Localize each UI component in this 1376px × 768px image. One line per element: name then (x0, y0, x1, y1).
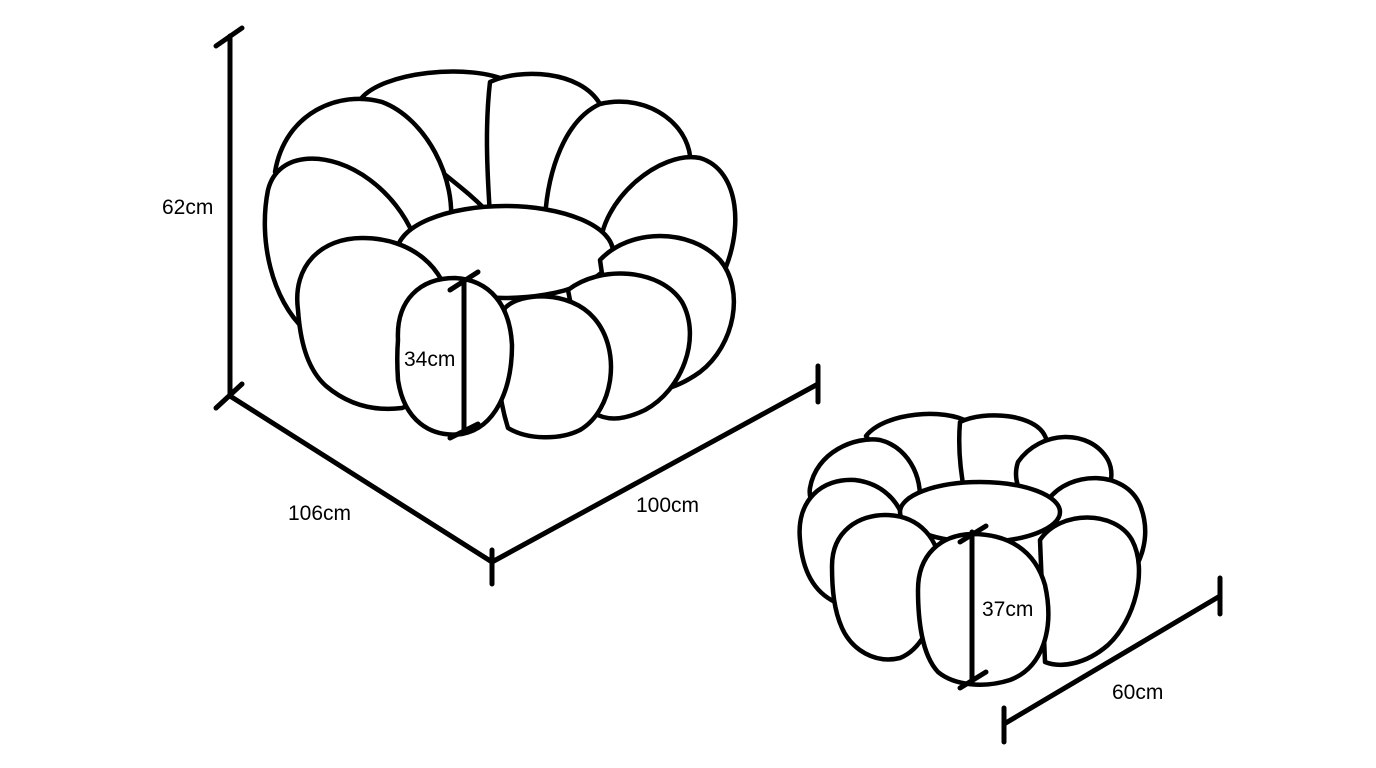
chair-height-label: 62cm (162, 196, 213, 219)
ottoman-width-line (1001, 593, 1223, 727)
ottoman-front-cushion (1037, 515, 1142, 667)
ottoman-height-label: 37cm (982, 598, 1033, 621)
chair-width-label: 100cm (636, 494, 699, 517)
ottoman: 37cm 60cm (797, 411, 1223, 745)
chair-front-cushion (395, 275, 515, 437)
ottoman-front-cushions (829, 512, 1142, 687)
lounge-chair: 34cm 62cm 106cm 100cm (162, 25, 821, 587)
chair-depth-label: 106cm (288, 502, 351, 525)
ottoman-front-cushion (915, 531, 1051, 687)
chair-cushion-height-tick-top (447, 269, 481, 293)
chair-depth-line (227, 393, 495, 565)
chair-front-cushion (495, 294, 614, 440)
chair-height-tick-top (213, 25, 245, 49)
chair-front-cushions (294, 233, 736, 440)
ottoman-width-label: 60cm (1112, 681, 1163, 704)
chair-width-line (489, 381, 821, 565)
chair-cushion-height-label: 34cm (404, 348, 455, 371)
ottoman-height-tick-top (957, 523, 989, 545)
ottoman-height-tick-bottom (957, 669, 989, 691)
chair-cushion-height-tick-bottom (447, 421, 481, 441)
